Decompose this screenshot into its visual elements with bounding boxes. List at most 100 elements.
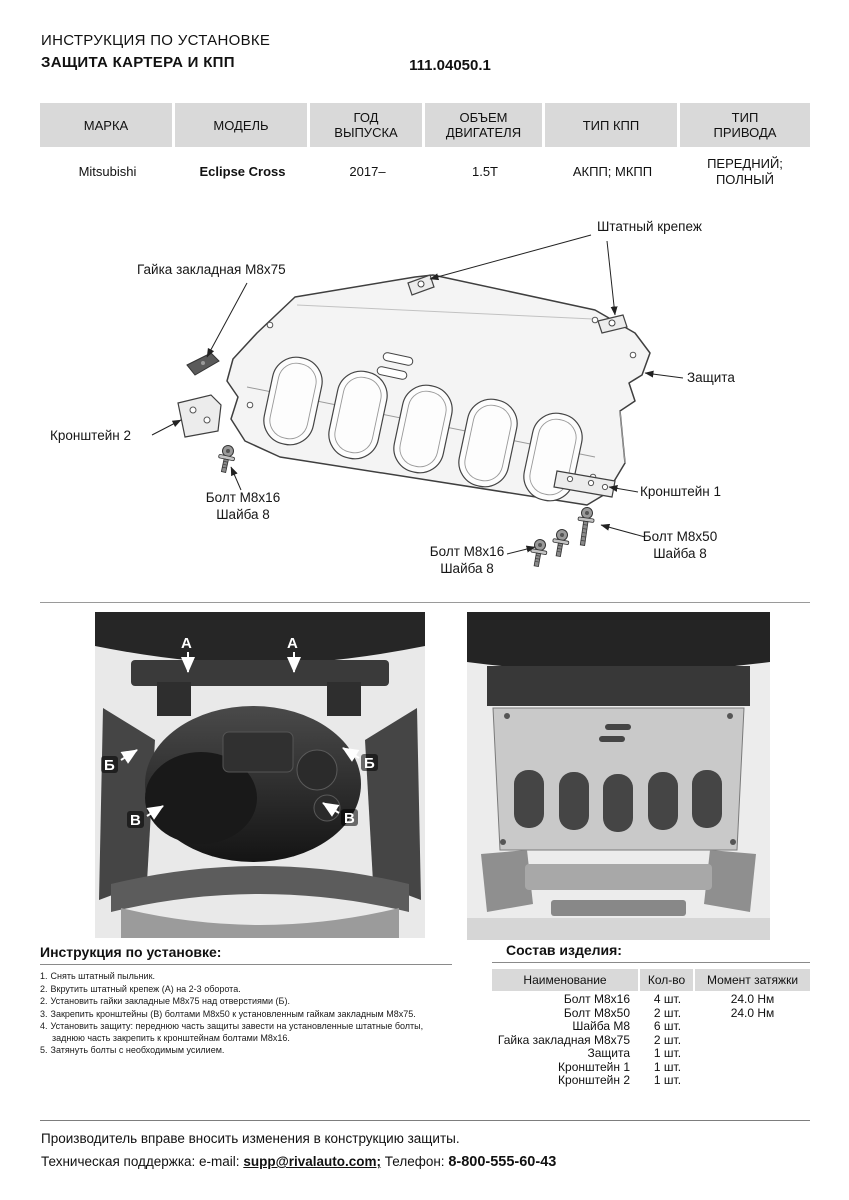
marker-V-left: В: [130, 812, 141, 829]
label-shield: Защита: [687, 370, 735, 385]
part-qty: 6 шт.: [653, 1019, 682, 1033]
spec-table: МАРКА МОДЕЛЬ ГОД ВЫПУСКА ОБЪЕМ ДВИГАТЕЛЯ…: [40, 103, 810, 197]
parts-title: Состав изделия:: [506, 942, 622, 958]
label-bolt-m8x16-left: Болт М8х16: [206, 490, 280, 505]
instruction-step: 5.Затянуть болты с необходимым усилием.: [40, 1045, 452, 1057]
part-name: Гайка закладная М8х75: [497, 1032, 630, 1047]
step-text: Установить гайки закладные М8х75 над отв…: [50, 996, 290, 1006]
section-divider: [40, 602, 810, 603]
exploded-view-diagram: Штатный крепеж Гайка закладная М8х75 Защ…: [35, 205, 815, 603]
part-name: Кронштейн 1: [558, 1059, 630, 1074]
spec-value-year: 2017–: [349, 164, 386, 179]
parts-row: Болт М8х50 2 шт. 24.0 Нм: [492, 1005, 810, 1021]
step-text: Снять штатный пыльник.: [50, 971, 156, 981]
part-torque: 24.0 Нм: [730, 992, 775, 1006]
step-number: 5.: [40, 1045, 48, 1055]
spec-table-header: МАРКА МОДЕЛЬ ГОД ВЫПУСКА ОБЪЕМ ДВИГАТЕЛЯ…: [40, 103, 810, 147]
part-qty: 1 шт.: [653, 1073, 682, 1087]
spec-value-model: Eclipse Cross: [199, 164, 286, 179]
label-washer-8-right: Шайба 8: [653, 546, 707, 561]
spec-header-model: МОДЕЛЬ: [175, 103, 310, 147]
label-embedded-nut: Гайка закладная М8х75: [137, 262, 286, 277]
instruction-step: 4.Установить защиту: переднюю часть защи…: [40, 1021, 452, 1044]
manufacturer-notice: Производитель вправе вносить изменения в…: [41, 1131, 460, 1146]
part-torque: [695, 1074, 810, 1088]
instructions-title: Инструкция по установке:: [40, 944, 222, 960]
label-washer-8-left: Шайба 8: [216, 507, 270, 522]
step-number: 3.: [40, 1008, 48, 1019]
step-number: 2.: [40, 983, 48, 994]
label-bolt-m8x50: Болт М8х50: [643, 529, 717, 544]
marker-B-right: Б: [364, 755, 375, 772]
part-number: 111.04050.1: [409, 57, 491, 74]
support-label: Техническая поддержка: e-mail:: [41, 1154, 240, 1169]
step-number: 4.: [40, 1021, 48, 1031]
part-name: Болт М8х50: [563, 1005, 630, 1020]
shield-holes: [246, 316, 637, 481]
part-name: Кронштейн 2: [558, 1073, 630, 1087]
parts-divider: [492, 962, 810, 963]
part-torque: [695, 1047, 810, 1061]
bracket-2-part: [177, 394, 222, 438]
leader-lines: [151, 234, 684, 555]
part-qty: 2 шт.: [653, 1032, 682, 1047]
parts-row: Шайба М8 6 шт.: [492, 1019, 810, 1034]
marker-A-right: А: [287, 635, 298, 652]
parts-list: Состав изделия: Наименование Кол-во Моме…: [492, 942, 810, 1088]
label-factory-fastener: Штатный крепеж: [597, 219, 702, 234]
mounting-tab-front: [407, 274, 435, 296]
bracket-1-part: [553, 470, 616, 498]
part-name: Шайба М8: [572, 1019, 630, 1033]
part-qty: 2 шт.: [653, 1005, 682, 1020]
step-text: Затянуть болты с необходимым усилием.: [50, 1045, 225, 1055]
spec-value-engine: 1.5T: [471, 164, 498, 179]
part-torque: 24.0 Нм: [730, 1005, 775, 1020]
marker-B-left: Б: [104, 757, 115, 774]
footer-divider: [40, 1120, 810, 1121]
label-bracket-1: Кронштейн 1: [640, 484, 721, 499]
step-text: Вкрутить штатный крепеж (А) на 2-3 оборо…: [50, 983, 241, 994]
step-number: 2.: [40, 996, 48, 1006]
parts-row: Гайка закладная М8х75 2 шт.: [492, 1032, 810, 1048]
parts-table-body: Болт М8х16 4 шт. 24.0 Нм Болт М8х50 2 шт…: [492, 992, 810, 1088]
spec-value-gearbox: АКПП; МКПП: [572, 164, 653, 179]
part-torque: [695, 1020, 810, 1034]
label-bracket-2: Кронштейн 2: [50, 428, 131, 443]
marker-V-right: В: [344, 810, 355, 827]
bolt-m8x16-center-icon: [527, 537, 550, 569]
spec-value-drive: ПЕРЕДНИЙ; ПОЛНЫЙ: [707, 156, 783, 187]
instruction-step: 2.Вкрутить штатный крепеж (А) на 2-3 обо…: [40, 984, 452, 996]
support-phone: 8-800-555-60-43: [448, 1154, 557, 1170]
parts-header-qty: Кол-во: [640, 969, 695, 991]
document-title-line1: ИНСТРУКЦИЯ ПО УСТАНОВКЕ: [41, 32, 271, 49]
parts-row: Болт М8х16 4 шт. 24.0 Нм: [492, 992, 810, 1007]
label-washer-8-center: Шайба 8: [440, 561, 494, 576]
instruction-step: 2.Установить гайки закладные М8х75 над о…: [40, 996, 452, 1008]
bolt-m8x50-icon: [574, 505, 597, 547]
document-title-line2: ЗАЩИТА КАРТЕРА И КПП: [41, 54, 235, 71]
parts-row: Кронштейн 1 1 шт.: [492, 1059, 810, 1075]
parts-header-name: Наименование: [492, 969, 640, 991]
photo-markers: А А Б Б В В: [101, 635, 378, 829]
part-name: Болт М8х16: [563, 992, 630, 1006]
photo-shield-installed: [467, 612, 770, 940]
spec-header-brand: МАРКА: [40, 103, 175, 147]
parts-table-header: Наименование Кол-во Момент затяжки: [492, 969, 810, 991]
step-text: Установить защиту: переднюю часть защиты…: [50, 1021, 424, 1043]
spec-header-engine: ОБЪЕМ ДВИГАТЕЛЯ: [425, 103, 545, 147]
instruction-step: 3.Закрепить кронштейны (В) болтами М8х50…: [40, 1009, 452, 1021]
bolt-m8x16-left-icon: [215, 443, 238, 475]
support-email-link[interactable]: supp@rivalauto.com;: [243, 1154, 382, 1169]
support-line: Техническая поддержка: e-mail: supp@riva…: [41, 1154, 556, 1170]
part-torque: [695, 1034, 810, 1048]
spec-header-year: ГОД ВЫПУСКА: [310, 103, 425, 147]
shield-vent-slots: [376, 352, 414, 380]
part-qty: 1 шт.: [653, 1059, 682, 1074]
installation-instructions: Инструкция по установке: 1.Снять штатный…: [40, 944, 452, 1058]
instruction-step: 1.Снять штатный пыльник.: [40, 971, 452, 983]
mounting-tab-right: [597, 314, 628, 334]
bolt-m8x16-center2-icon: [549, 527, 572, 559]
step-text: Закрепить кронштейны (В) болтами М8х50 к…: [50, 1008, 416, 1019]
photo-underside-before: А А Б Б В В: [95, 612, 425, 938]
